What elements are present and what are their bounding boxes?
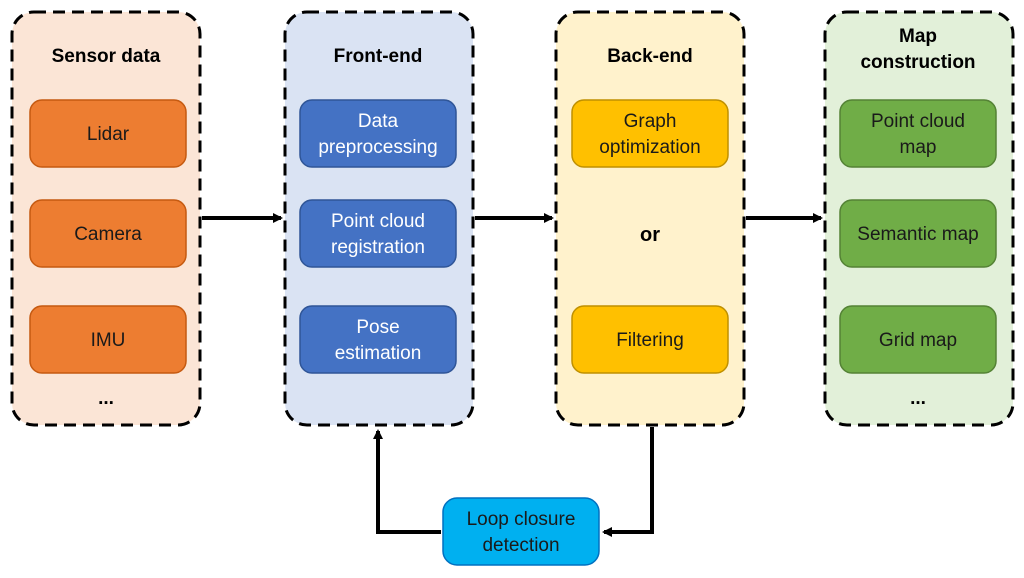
sensor-camera-label: Camera [74, 224, 142, 245]
sensor-imu-box [29, 305, 187, 374]
map-ellipsis: ... [910, 388, 926, 409]
map-construction-title-line2: construction [860, 52, 975, 73]
backend-filtering-label: Filtering [616, 330, 684, 351]
map-semantic-map-label: Semantic map [857, 224, 978, 245]
map-point-cloud-map-line2: map [900, 137, 937, 158]
frontend-pose-estimation-line2: estimation [335, 343, 422, 364]
frontend-column: Front-end Data preprocessing Point cloud… [283, 10, 475, 427]
map-grid-map-box [839, 305, 997, 374]
frontend-point-cloud-registration-box [299, 199, 457, 268]
backend-or-label: or [640, 224, 660, 246]
frontend-point-cloud-registration-line1: Point cloud [331, 211, 425, 232]
loop-closure-line1: Loop closure [467, 509, 576, 530]
sensor-imu-label: IMU [91, 330, 126, 351]
frontend-data-preprocessing-box [299, 99, 457, 168]
frontend-title: Front-end [334, 46, 423, 67]
sensor-data-column: Sensor data Lidar Camera IMU ... [10, 10, 202, 427]
sensor-lidar-box [29, 99, 187, 168]
backend-title: Back-end [607, 46, 693, 67]
map-point-cloud-map-box [839, 99, 997, 168]
loop-closure-group: Loop closure detection [442, 497, 600, 566]
arrow-backend-to-loop-closure [602, 427, 654, 537]
map-construction-column: Map construction Point cloud map Semanti… [823, 10, 1015, 427]
frontend-point-cloud-registration-line2: registration [331, 237, 425, 258]
frontend-pose-estimation-box [299, 305, 457, 374]
sensor-data-title: Sensor data [52, 46, 161, 67]
map-point-cloud-map-line1: Point cloud [871, 111, 965, 132]
frontend-pose-estimation-line1: Pose [356, 317, 399, 338]
map-semantic-map-box [839, 199, 997, 268]
backend-graph-optimization-line2: optimization [599, 137, 700, 158]
backend-column: Back-end Graph optimization or Filtering [554, 10, 746, 427]
arrow-loop-closure-to-frontend [373, 429, 441, 534]
backend-graph-optimization-line1: Graph [624, 111, 677, 132]
map-grid-map-label: Grid map [879, 330, 957, 351]
backend-filtering-box [571, 305, 729, 374]
loop-closure-line2: detection [482, 535, 559, 556]
sensor-camera-box [29, 199, 187, 268]
map-construction-title-line1: Map [899, 26, 937, 47]
loop-closure-box [442, 497, 600, 566]
frontend-data-preprocessing-line1: Data [358, 111, 399, 132]
sensor-ellipsis: ... [98, 388, 114, 409]
frontend-data-preprocessing-line2: preprocessing [318, 137, 437, 158]
sensor-lidar-label: Lidar [87, 124, 130, 145]
backend-graph-optimization-box [571, 99, 729, 168]
